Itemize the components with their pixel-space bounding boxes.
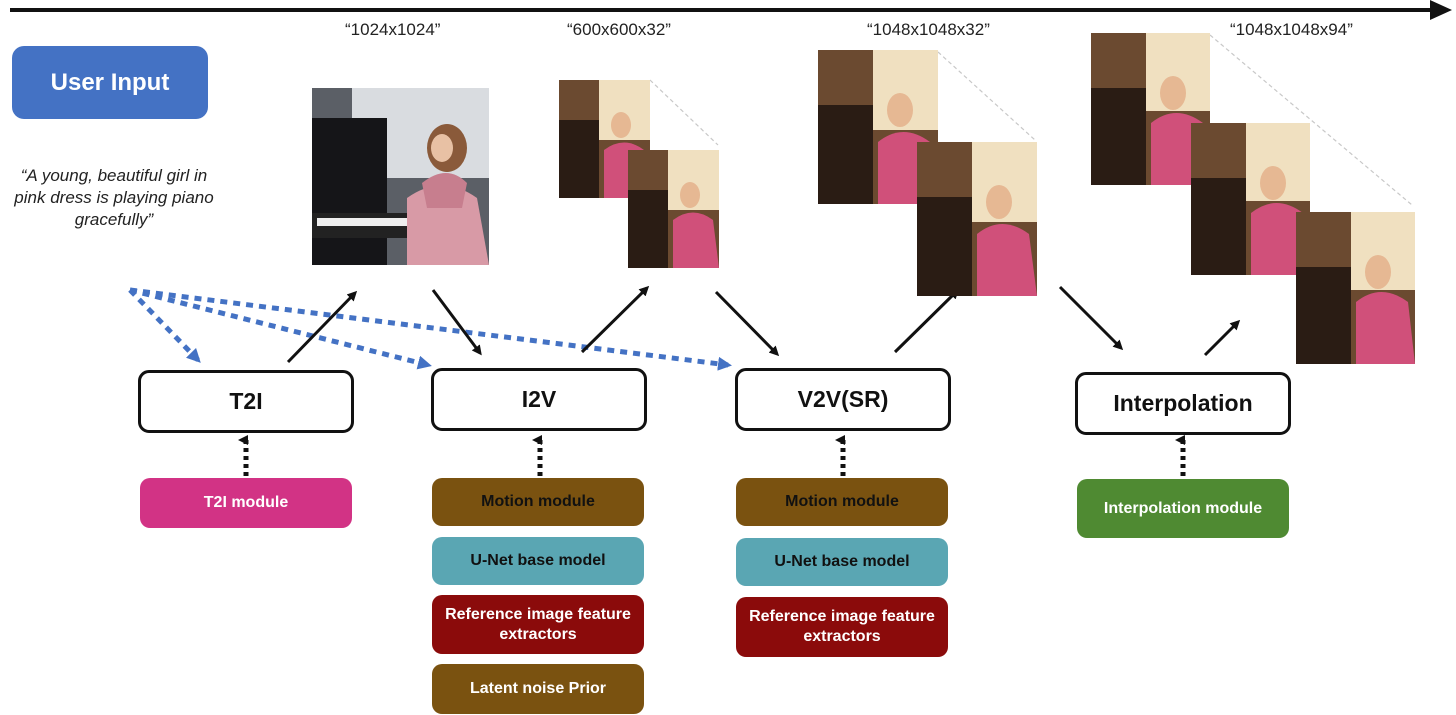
- dashed-arrow-to-t2i: [128, 288, 201, 363]
- generated-image-t2i: [312, 88, 489, 265]
- text-prompt: “A young, beautiful girl in pink dress i…: [14, 166, 214, 229]
- user-input-label: User Input: [50, 68, 170, 96]
- i2v-frame-2: [628, 150, 719, 268]
- v2v-unet-base-model: U-Net base model: [736, 538, 948, 586]
- arrow-to-v2v: [714, 290, 780, 357]
- arrow-v2v-out: [893, 288, 960, 354]
- stage-interpolation-label: Interpolation: [1113, 390, 1253, 416]
- stage-i2v: I2V: [431, 368, 647, 431]
- v2v-reference-feature-extractors: Reference image feature extractors: [736, 597, 948, 657]
- arrow-interp-out: [1203, 319, 1241, 357]
- v2v-motion-module: Motion module: [736, 478, 948, 526]
- resolution-t2i: “1024x1024”: [345, 20, 441, 39]
- arrow-i2v-out: [580, 285, 650, 354]
- interpolation-module: Interpolation module: [1077, 479, 1289, 538]
- stage-i2v-label: I2V: [521, 386, 557, 412]
- stack-guide-v2v: [937, 51, 1036, 141]
- i2v-reference-feature-extractors: Reference image feature extractors: [432, 595, 644, 654]
- resolution-i2v: “600x600x32”: [567, 20, 671, 39]
- i2v-latent-noise-prior: Latent noise Prior: [432, 664, 644, 714]
- dashed-arrow-to-i2v: [129, 287, 432, 370]
- arrow-to-i2v: [431, 289, 482, 356]
- stage-t2i: T2I: [138, 370, 354, 433]
- dashed-arrow-to-v2v: [129, 287, 732, 371]
- v2v-frame-2: [917, 142, 1037, 296]
- user-input-box: User Input: [12, 46, 208, 119]
- timeline-arrowhead: [1430, 0, 1452, 20]
- interp-frame-2: [1191, 123, 1310, 275]
- stack-guide-interp: [1209, 34, 1413, 206]
- arrow-t2i-out: [286, 290, 358, 364]
- arrow-to-interp: [1058, 285, 1124, 351]
- resolution-interp: “1048x1048x94”: [1230, 20, 1353, 39]
- resolution-v2v: “1048x1048x32”: [867, 20, 990, 39]
- stage-v2v: V2V(SR): [735, 368, 951, 431]
- stage-t2i-label: T2I: [229, 388, 263, 414]
- interp-frame-3: [1296, 212, 1415, 364]
- stage-interpolation: Interpolation: [1075, 372, 1291, 435]
- i2v-motion-module: Motion module: [432, 478, 644, 526]
- stage-v2v-label: V2V(SR): [797, 386, 889, 412]
- stack-guide-i2v: [649, 79, 719, 146]
- t2i-module: T2I module: [140, 478, 352, 528]
- i2v-unet-base-model: U-Net base model: [432, 537, 644, 585]
